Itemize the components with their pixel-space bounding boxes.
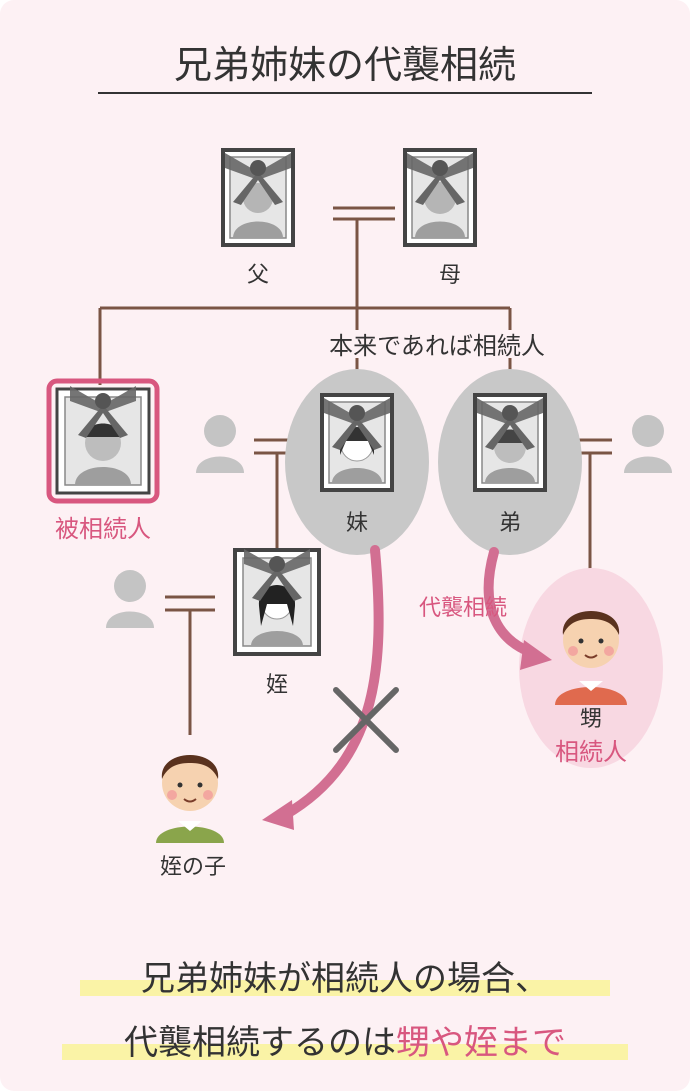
niece-portrait [233,548,321,656]
caption-line2-prefix: 代襲相続するのは [124,1023,396,1063]
mother-portrait [403,148,477,247]
representation-arrow-sister [262,545,384,830]
mother-label: 母 [439,263,461,288]
sister-label: 妹 [346,511,368,536]
diagram-title: 兄弟姉妹の代襲相続 [174,43,516,87]
father-label: 父 [247,263,269,288]
representation-arrow-label: 代襲相続 [419,596,507,621]
decedent-portrait [46,378,160,504]
brother-label: 弟 [499,511,521,536]
caption-line2-highlight [62,1044,628,1060]
nephew-heir-label: 相続人 [555,738,627,766]
father-portrait [221,148,295,247]
caption-line2-highlight-text: 甥や姪まで [396,1023,566,1063]
nephew-figure [555,611,627,705]
brother-portrait [473,393,547,492]
representation-arrow-brother [483,547,552,670]
caption-line1-highlight [80,980,610,996]
niece-label: 姪 [266,673,288,698]
blocked-cross-mark [333,687,399,753]
niece-child-label: 姪の子 [160,855,226,880]
caption-line1: 兄弟姉妹が相続人の場合、 [141,959,549,999]
nephew-label: 甥 [580,707,602,732]
niece-child-figure [156,755,224,843]
decedent-label: 被相続人 [55,515,151,543]
would-be-heirs-label: 本来であれば相続人 [329,332,545,360]
caption-line2: 代襲相続するのは甥や姪まで [124,1023,566,1063]
sister-portrait [320,393,394,492]
